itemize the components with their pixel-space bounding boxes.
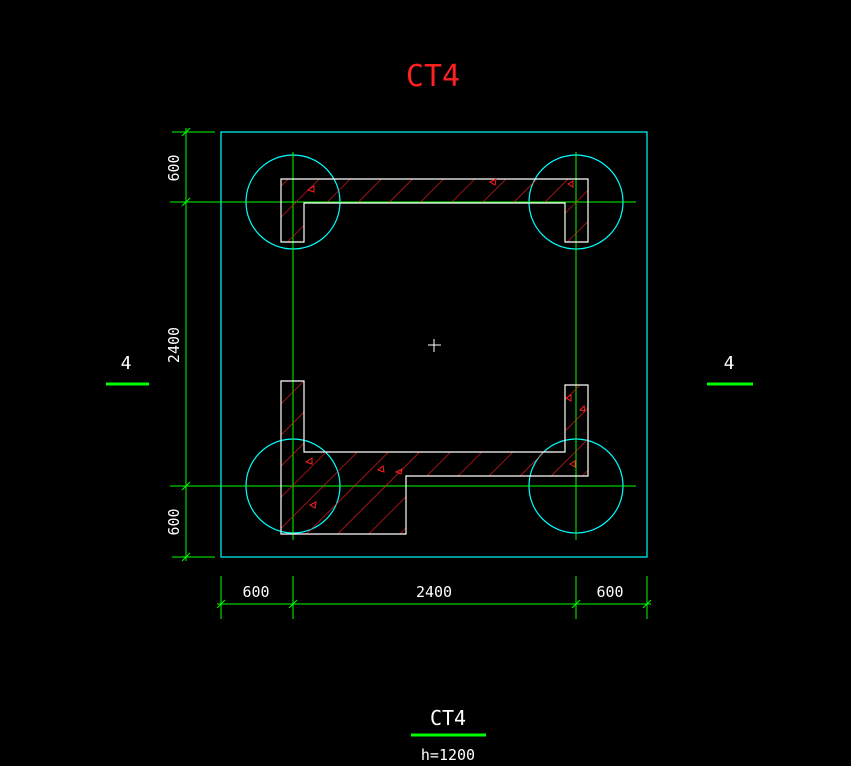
dim-vertical-top: 600: [165, 154, 183, 181]
drawing-title: CT4: [406, 59, 460, 94]
vertical-dimension: [172, 127, 215, 562]
wall-top: [280, 178, 589, 243]
wall-bottom: [280, 380, 589, 535]
dim-horizontal-right: 600: [596, 583, 623, 601]
drawing-label: CT4: [430, 706, 466, 730]
dim-vertical-bottom: 600: [165, 508, 183, 535]
height-note: h=1200: [421, 746, 475, 764]
section-mark-left: 4: [121, 353, 132, 374]
dim-horizontal-left: 600: [242, 583, 269, 601]
horizontal-dimension: [216, 576, 652, 619]
pile-cap-outline: [220, 131, 648, 558]
center-mark: [428, 339, 441, 352]
concrete-markers: [304, 178, 586, 509]
dim-vertical-middle: 2400: [165, 327, 183, 363]
section-mark-right: 4: [724, 353, 735, 374]
dim-horizontal-middle: 2400: [416, 583, 452, 601]
